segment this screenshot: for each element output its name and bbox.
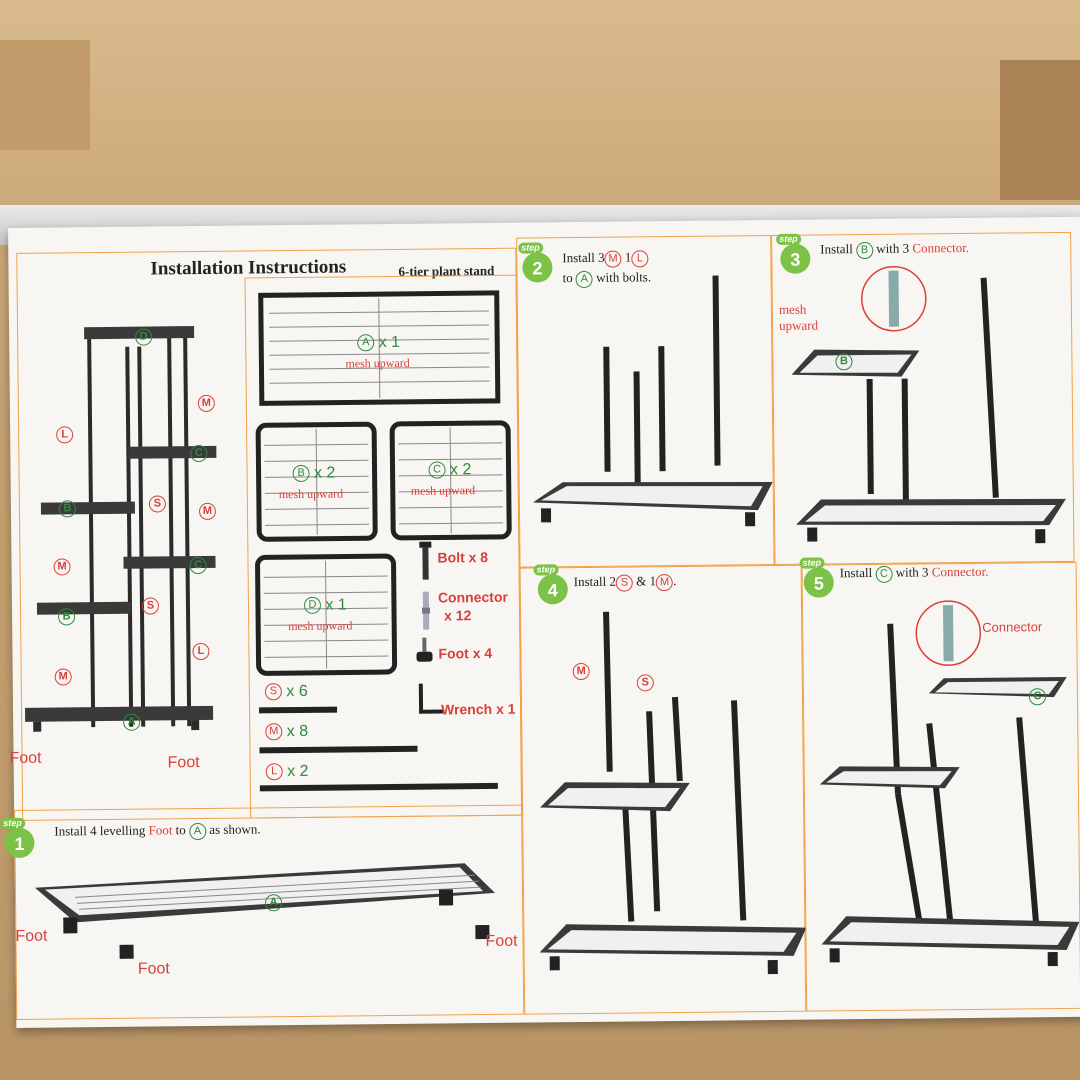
overview-label-M3: M	[53, 557, 71, 576]
overview-label-S2: S	[141, 596, 160, 615]
overview-label-B: B	[58, 499, 77, 518]
step5-label-C: C	[1028, 687, 1047, 706]
connector-icon	[421, 591, 431, 630]
instruction-sheet: Installation Instructions 6-tier plant s…	[0, 216, 1080, 1028]
step3-drawing	[791, 265, 1066, 544]
part-B-note: mesh upward	[278, 486, 344, 502]
overview-label-C: C	[190, 444, 208, 462]
part-A-note: mesh upward	[345, 355, 410, 371]
foot-label: Foot x 4	[438, 644, 493, 662]
step1-instruction: Install 4 levelling Foot to A as shown.	[54, 821, 261, 840]
wrench-icon	[418, 683, 444, 714]
overview-label-S: S	[148, 494, 166, 513]
part-C-note: mesh upward	[410, 483, 476, 498]
connector-label: Connector	[437, 588, 508, 606]
step1-foot-3: Foot	[485, 932, 518, 951]
step1-foot-2: Foot	[137, 960, 170, 978]
connector-qty: x 12	[443, 607, 472, 624]
step1-foot-1: Foot	[15, 927, 48, 945]
overview-label-L: L	[56, 425, 74, 444]
part-D-drawing	[255, 553, 398, 676]
bolt-label: Bolt x 8	[437, 548, 489, 566]
part-M-label: M x 8	[265, 723, 308, 741]
overview-label-C2: C	[189, 556, 207, 574]
part-A-drawing	[258, 290, 501, 406]
part-C-drawing	[389, 420, 512, 541]
part-L-rod	[259, 782, 498, 792]
overview-label-D: D	[135, 327, 153, 346]
part-D-note: mesh upward	[288, 618, 353, 634]
overview-label-B2: B	[57, 607, 76, 626]
overview-foot-left: Foot	[9, 749, 42, 768]
overview-label-A: A	[123, 713, 141, 731]
step5-instruction: Install C with 3 Connector.	[840, 564, 989, 583]
overview-label-L2: L	[192, 642, 210, 660]
overview-foot-right: Foot	[167, 754, 200, 772]
part-M-rod	[259, 745, 418, 754]
part-A-label: A x 1	[357, 334, 400, 352]
step4-label-M: M	[572, 662, 590, 680]
step4-label-S: S	[636, 673, 654, 692]
overview-label-M2: M	[198, 502, 217, 520]
step3-label-B: B	[835, 352, 853, 371]
part-B-drawing	[255, 421, 378, 542]
foot-icon	[416, 637, 433, 662]
overview-label-M4: M	[54, 667, 72, 686]
overview-label-M: M	[197, 394, 215, 412]
part-B-label: B x 2	[292, 465, 335, 483]
step4-drawing	[539, 611, 807, 975]
step1-label-A: A	[264, 893, 283, 912]
box-flap-right	[1000, 60, 1080, 200]
step3-instruction: Install B with 3 Connector.	[820, 240, 969, 259]
step1-base-drawing	[34, 863, 495, 959]
step5-drawing	[819, 600, 1080, 967]
wrench-label: Wrench x 1	[440, 700, 516, 718]
box-flap-left	[0, 40, 90, 150]
part-L-label: L x 2	[265, 763, 309, 781]
part-C-label: C x 2	[428, 461, 471, 479]
overview-stand-drawing	[25, 326, 217, 732]
bolt-icon	[419, 541, 432, 580]
part-S-rod	[259, 706, 338, 714]
step2-drawing	[532, 275, 773, 527]
part-S-label: S x 6	[264, 683, 308, 701]
part-D-label: D x 1	[303, 596, 347, 615]
